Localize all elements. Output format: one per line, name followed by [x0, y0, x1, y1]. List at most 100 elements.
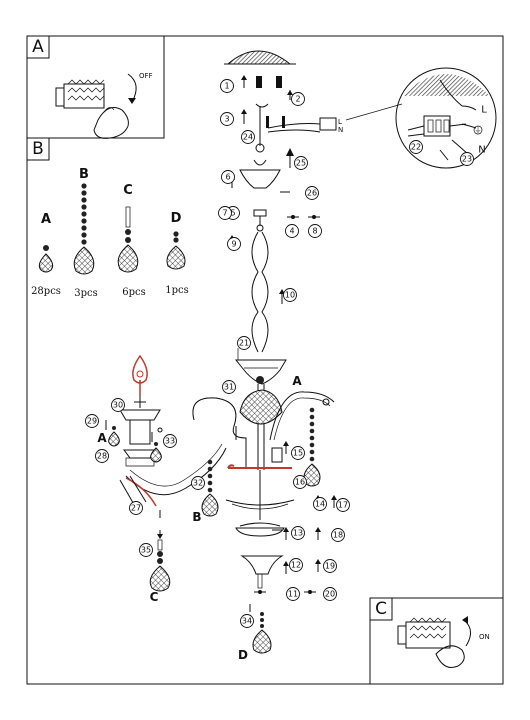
part-number-label: 24 [243, 133, 253, 142]
part-callout-21: 21 [237, 336, 251, 350]
part-callout-34: 34 [240, 614, 254, 628]
part-callout-8: 8 [308, 224, 322, 238]
part-number-label: 14 [315, 500, 325, 509]
crystal-c-count: 6pcs [122, 287, 146, 298]
part-number-label: 4 [289, 227, 294, 236]
wiring-detail-circle: L ⏚ N [395, 67, 497, 169]
part-number-label: 1 [224, 82, 229, 91]
svg-text:L: L [338, 118, 342, 126]
arm-left [108, 354, 227, 509]
part-number-label: 3 [224, 115, 229, 124]
part-callouts: 1234567891011121314151617181920212223242… [85, 79, 474, 628]
part-number-label: 19 [325, 562, 335, 571]
part-number-label: 31 [224, 383, 234, 392]
part-callout-25: 25 [294, 156, 308, 170]
part-callout-16: 16 [293, 475, 307, 489]
callout-b: B [192, 510, 201, 524]
rotate-arrow-icon [127, 73, 137, 103]
crystal-d-hanging [252, 612, 272, 654]
crystal-c-drop [117, 244, 139, 273]
central-body [234, 348, 287, 470]
part-number-label: 23 [462, 155, 472, 164]
part-number-label: 16 [295, 478, 305, 487]
part-callout-11: 11 [286, 587, 300, 601]
on-label: ON [479, 633, 490, 641]
crystal-a-drop [38, 253, 54, 273]
part-number-label: 33 [165, 437, 175, 446]
part-number-label: 32 [193, 479, 203, 488]
part-callout-30: 30 [111, 398, 125, 412]
part-number-label: 17 [338, 501, 348, 510]
crystal-a-count: 28pcs [31, 286, 61, 297]
part-callout-20: 20 [323, 587, 337, 601]
crystal-a-letter: A [41, 212, 51, 227]
crystal-c-hanging [149, 530, 171, 592]
part-number-label: 21 [239, 339, 249, 348]
part-callout-23: 23 [460, 152, 474, 166]
callout-a-left: A [97, 431, 107, 445]
bottom-parts [225, 470, 295, 594]
crystal-d-count: 1pcs [165, 285, 189, 296]
part-number-label: 7 [222, 209, 227, 218]
part-number-label: 35 [141, 546, 151, 555]
part-callout-24: 24 [241, 130, 255, 144]
neutral-label: N [478, 145, 485, 156]
ceiling-canopy [226, 50, 292, 65]
part-number-label: 25 [296, 159, 306, 168]
part-callout-31: 31 [222, 380, 236, 394]
part-number-label: 27 [131, 504, 141, 513]
part-callout-7: 7 [218, 206, 232, 220]
part-number-label: 18 [333, 531, 343, 540]
part-callout-10: 10 [283, 288, 297, 302]
part-number-label: 12 [291, 561, 301, 570]
outer-frame [26, 35, 504, 685]
part-number-label: 26 [307, 189, 317, 198]
panel-c: C ON [369, 597, 504, 685]
chain [251, 231, 285, 353]
earth-label: ⏚ [475, 126, 482, 134]
part-callout-33: 33 [163, 434, 177, 448]
panel-a-letter: A [32, 37, 44, 57]
panel-b-letter: B [32, 139, 44, 159]
crystal-legend: A 28pcs B 3pcs C 6pcs D 1pcs [31, 167, 189, 299]
part-number-label: 11 [288, 590, 298, 599]
top-hardware [241, 75, 293, 166]
part-callout-13: 13 [291, 526, 305, 540]
part-callout-15: 15 [291, 446, 305, 460]
callout-a-right: A [292, 374, 302, 388]
panel-c-letter: C [375, 599, 387, 619]
part-callout-12: 12 [289, 558, 303, 572]
arm-highlighted [192, 397, 292, 469]
svg-text:N: N [338, 126, 343, 134]
part-callout-1: 1 [220, 79, 234, 93]
crystal-b-count: 3pcs [74, 288, 98, 299]
crystal-d-drop [166, 245, 186, 270]
part-callout-2: 2 [291, 92, 305, 106]
crystal-d-letter: D [171, 211, 182, 226]
rotate-arrow-icon [463, 619, 471, 647]
part-number-label: 28 [97, 452, 107, 461]
part-number-label: 6 [225, 173, 230, 182]
part-number-label: 8 [312, 227, 317, 236]
part-callout-19: 19 [323, 559, 337, 573]
part-number-label: 10 [285, 291, 295, 300]
callout-d: D [238, 648, 248, 662]
part-callout-3: 3 [220, 112, 234, 126]
part-number-label: 2 [295, 95, 300, 104]
part-number-label: 30 [113, 401, 123, 410]
part-callout-6: 6 [221, 170, 235, 184]
part-callout-9: 9 [227, 237, 241, 251]
part-callout-4: 4 [285, 224, 299, 238]
part-number-label: 15 [293, 449, 303, 458]
live-label: L [481, 105, 487, 116]
part-number-label: 20 [325, 590, 335, 599]
wiring: L N [267, 103, 403, 134]
part-callout-27: 27 [129, 501, 143, 515]
part-number-label: 22 [411, 143, 421, 152]
part-callout-28: 28 [95, 449, 109, 463]
part-number-label: 5 [230, 209, 235, 218]
part-callout-14: 14 [313, 497, 327, 511]
part-callout-17: 17 [336, 498, 350, 512]
part-callout-32: 32 [191, 476, 205, 490]
